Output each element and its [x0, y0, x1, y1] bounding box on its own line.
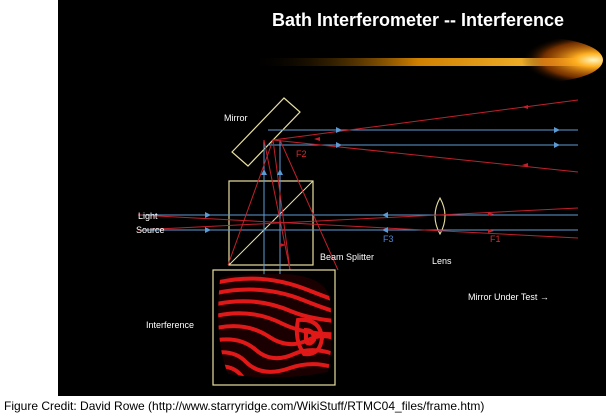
diagram-panel: Bath Interferometer -- Interference Mirr…: [58, 0, 606, 396]
page-title: Bath Interferometer -- Interference: [272, 10, 565, 30]
red-beams: [137, 99, 579, 271]
mirror-under-test-text: Mirror Under Test: [468, 292, 538, 302]
blue-arrowheads: [205, 127, 560, 233]
f2-label: F2: [296, 149, 307, 159]
light-source-label-line2: Source: [136, 225, 165, 235]
mirror-label: Mirror: [224, 113, 248, 123]
light-source-label-line1: Light: [138, 211, 158, 221]
f1-label: F1: [490, 234, 501, 244]
title-glow-bar: [248, 38, 603, 82]
diagram-drawing: [137, 38, 603, 386]
mirror-shape: [231, 97, 301, 167]
beam-splitter-label: Beam Splitter: [320, 252, 375, 262]
interference-pattern: [212, 269, 336, 386]
arrow-right-icon: →: [539, 292, 549, 302]
red-arrowheads: [280, 105, 528, 247]
lens-label: Lens: [432, 256, 452, 266]
figure-credit: Figure Credit: David Rowe (http://www.st…: [4, 399, 485, 413]
interference-label: Interference: [146, 320, 195, 330]
mirror-under-test-label: Mirror Under Test →: [468, 292, 549, 302]
f3-label: F3: [383, 234, 394, 244]
lens-shape: [434, 196, 446, 236]
